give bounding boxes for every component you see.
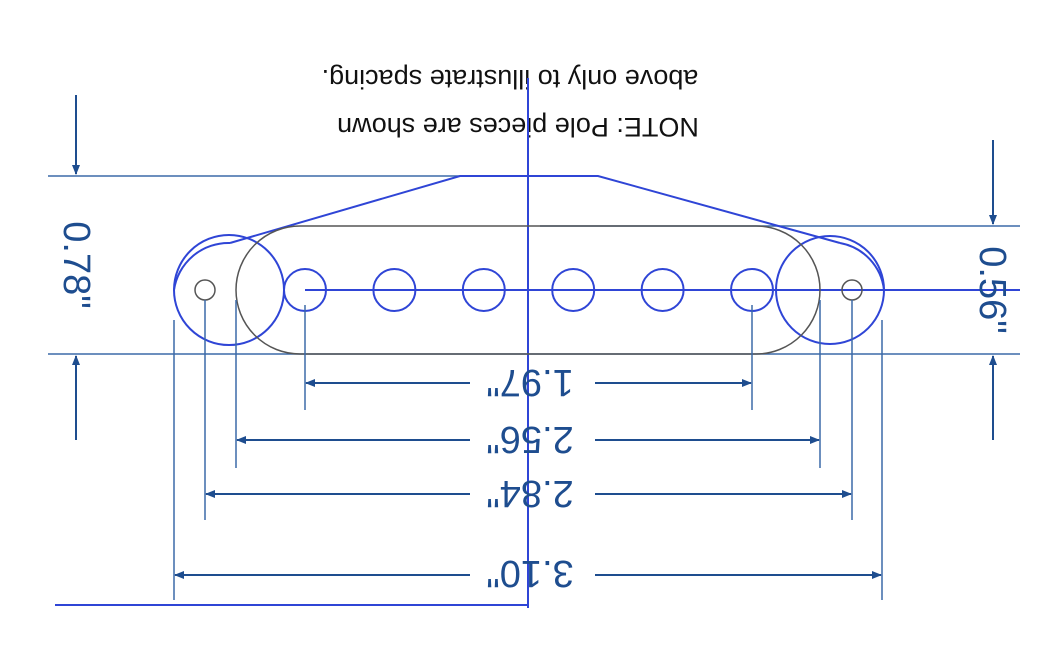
dim-mount-hole-spacing-label: 2.84" xyxy=(486,472,573,514)
dim-cover-width-label: 0.56" xyxy=(971,246,1013,333)
dim-cover-length-label: 2.56" xyxy=(486,418,573,460)
note-line-1: NOTE: Pole pieces are shown xyxy=(337,112,699,142)
note: NOTE: Pole pieces are shown above only t… xyxy=(322,64,699,142)
mount-hole-left xyxy=(194,279,216,301)
vertical-extension-lines xyxy=(173,300,883,600)
pickup-mount-outline xyxy=(173,175,885,346)
pickup-cover xyxy=(235,225,821,355)
dim-overall-width-label: 0.78" xyxy=(55,221,97,308)
dim-overall-length-label: 3.10" xyxy=(486,552,573,594)
pole-piece xyxy=(461,268,506,312)
pole-piece xyxy=(372,268,417,312)
pole-piece xyxy=(551,268,596,312)
note-line-2: above only to illustrate spacing. xyxy=(322,64,699,94)
dim-pole-span-label: 1.97" xyxy=(486,361,573,403)
pole-pieces xyxy=(283,268,774,312)
pole-piece xyxy=(640,268,685,312)
